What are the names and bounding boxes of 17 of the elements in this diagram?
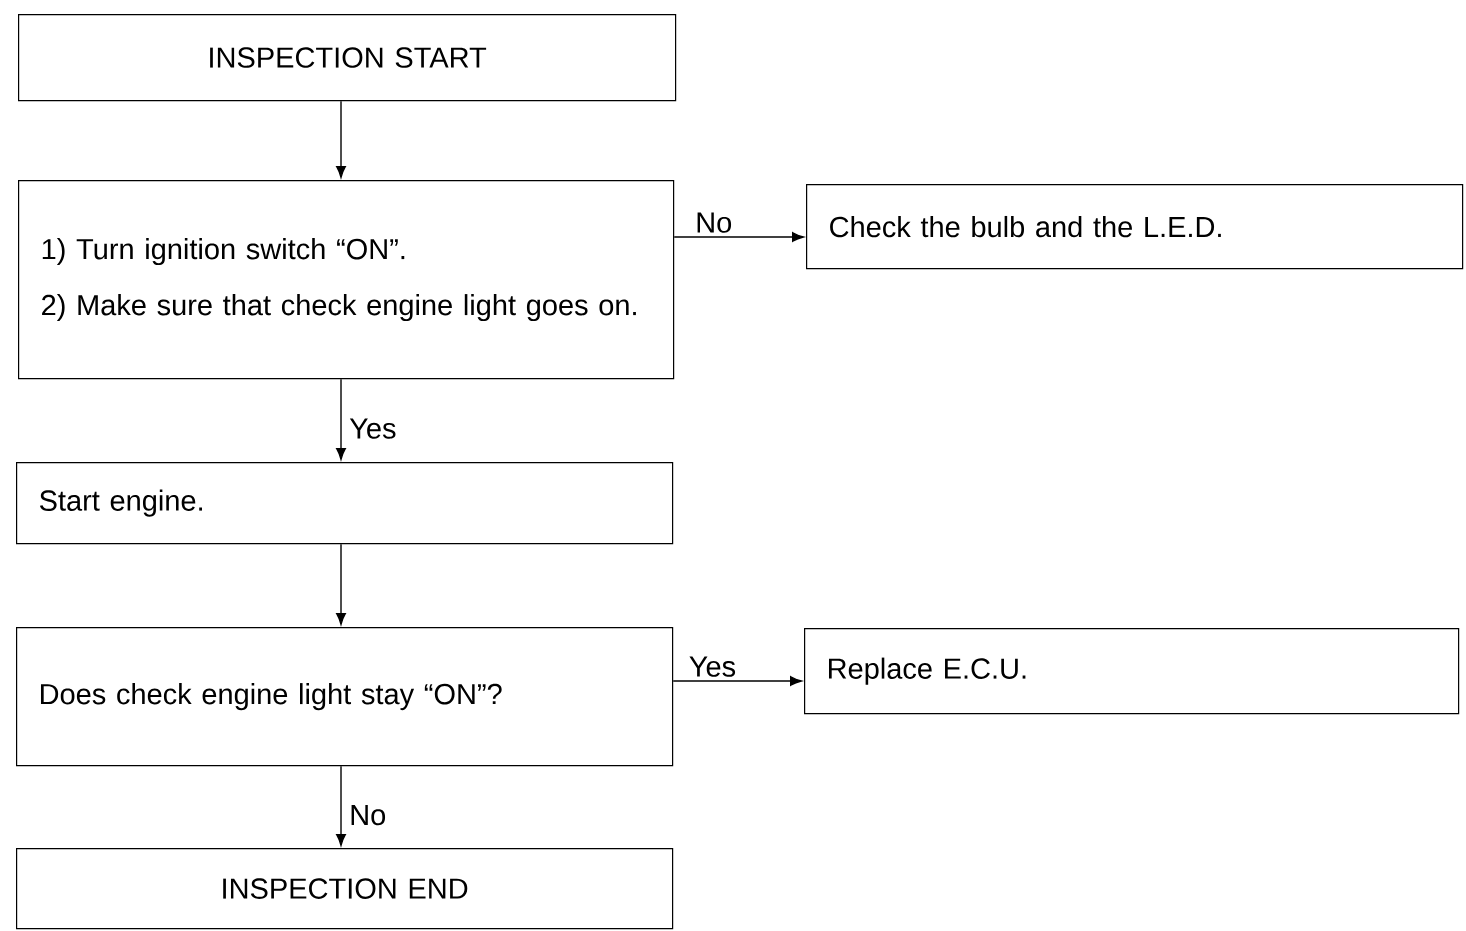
process-box: Start engine. (16, 462, 674, 545)
edge-label: Yes (347, 416, 399, 441)
edge-label: No (347, 803, 389, 828)
arrow (336, 100, 346, 178)
edge-label: Yes (686, 654, 739, 679)
process-box: Check the bulb and the L.E.D. (806, 184, 1464, 270)
arrow (672, 676, 802, 686)
arrow (673, 232, 804, 242)
process-box: 1) Turn ignition switch “ON”. 2) Make sure that check engine light goes on. (18, 180, 675, 380)
edge-label: No (693, 210, 735, 235)
process-box: Does check engine light stay “ON”? (16, 627, 674, 767)
process-box: Replace E.C.U. (804, 628, 1460, 715)
arrow (336, 543, 346, 625)
process-box: INSPECTION END (16, 848, 674, 930)
arrow (336, 765, 346, 846)
arrow (336, 378, 346, 460)
process-box: INSPECTION START (18, 14, 677, 102)
